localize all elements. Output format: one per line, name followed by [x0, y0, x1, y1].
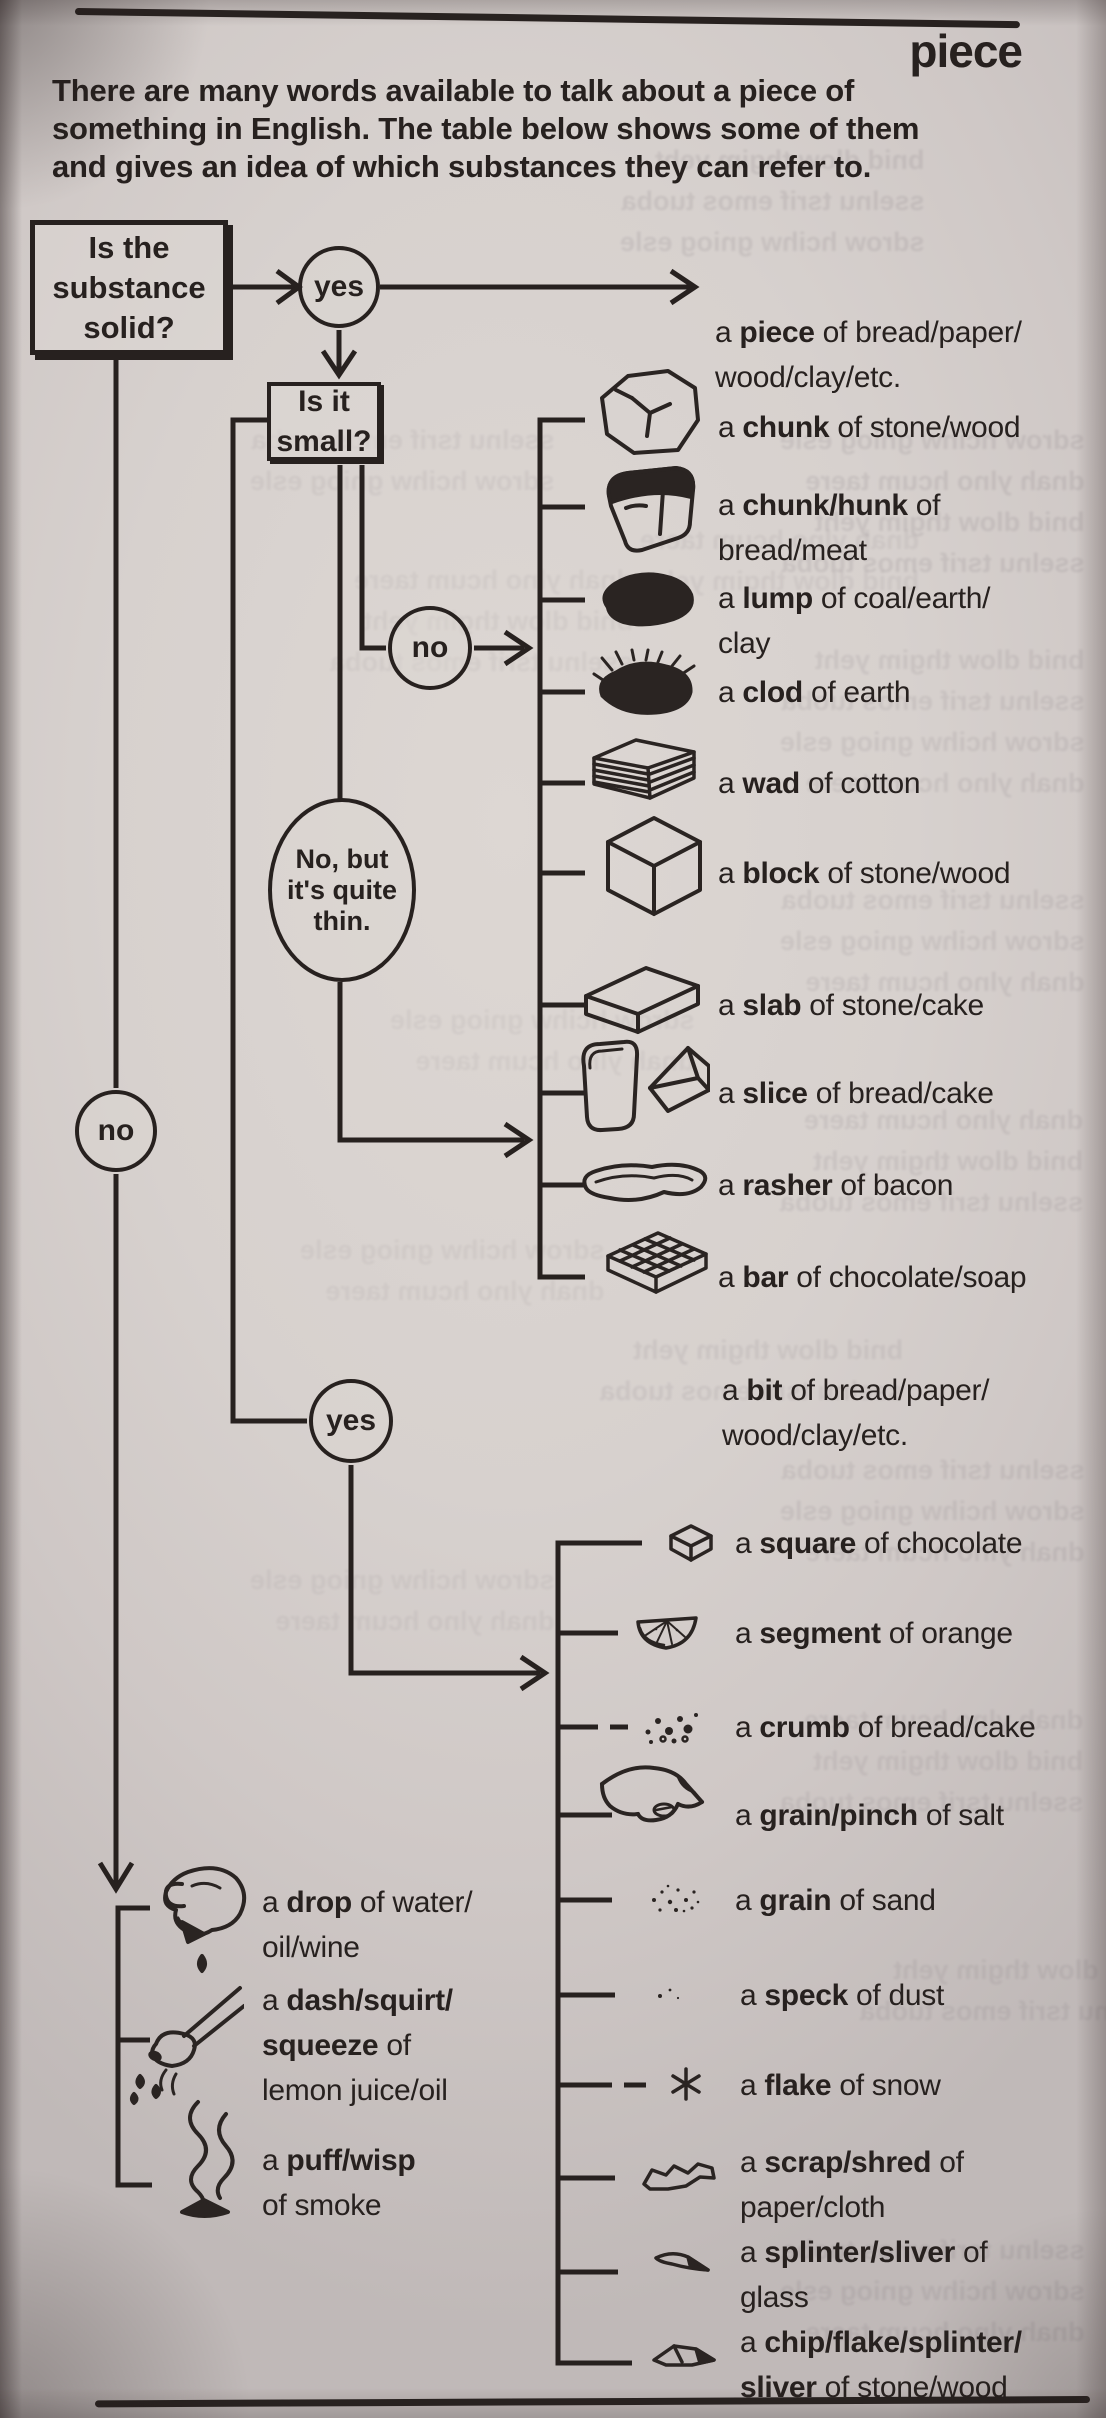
item-slab-label: a slab of stone/cake — [718, 989, 984, 1022]
decision-no-left: no — [75, 1090, 157, 1172]
item-speck-label: a speck of dust — [740, 1979, 944, 2012]
decision-yes-bottom: yes — [309, 1379, 393, 1463]
pouring-jug-icon — [148, 1860, 250, 1978]
arrow-yes2-to-smallgroup — [348, 1465, 550, 1692]
stone-chip-icon — [650, 2340, 718, 2368]
item-wad-label: a wad of cotton — [718, 767, 921, 800]
glass-splinter-icon — [652, 2248, 712, 2276]
rock-chunk-icon — [598, 368, 702, 456]
snow-flake-icon — [668, 2066, 704, 2102]
page-title: piece — [909, 25, 1023, 77]
line-issmall-no-branch — [359, 465, 534, 667]
yes-label: yes — [313, 270, 365, 303]
earth-clod-icon — [588, 648, 700, 720]
cotton-wad-icon — [584, 728, 702, 806]
bread-chunk-icon — [596, 464, 702, 554]
decision-yes-top: yes — [298, 246, 380, 328]
smoke-puff-icon — [156, 2098, 254, 2220]
coal-lump-icon — [590, 566, 700, 630]
bread-slice-icon — [568, 1038, 710, 1134]
decision-no-right: no — [388, 606, 472, 690]
bread-crumbs-icon — [636, 1706, 702, 1746]
paper-scrap-icon — [638, 2158, 720, 2196]
yes-label: yes — [325, 1404, 377, 1437]
bracket-small-pieces — [555, 1540, 646, 2366]
item-grain-sand-label: a grain of sand — [735, 1884, 936, 1917]
orange-segment-icon — [628, 1602, 706, 1654]
arrow-solid-to-yes — [228, 268, 304, 306]
sand-grains-icon — [646, 1880, 702, 1916]
item-square-label: a square of chocolate — [735, 1527, 1023, 1560]
item-clod-label: a clod of earth — [718, 676, 911, 709]
pinch-hand-icon — [598, 1758, 708, 1840]
item-grain-pinch-label: a grain/pinch of salt — [735, 1799, 1004, 1832]
line-thin-branch — [337, 465, 534, 1159]
item-piece-label: a piece of bread/paper/wood/clay/etc. — [715, 316, 1022, 394]
no-label: no — [411, 631, 449, 664]
chocolate-square-icon — [666, 1522, 716, 1564]
item-segment-label: a segment of orange — [735, 1617, 1013, 1650]
stone-block-icon — [600, 812, 708, 920]
chocolate-bar-icon — [582, 1228, 712, 1308]
bracket-big-pieces — [537, 417, 585, 1280]
line-solid-no-branch — [97, 357, 135, 1894]
arrow-yes-to-issmall — [320, 330, 358, 380]
bacon-rasher-icon — [578, 1158, 710, 1206]
item-rasher-label: a rasher of bacon — [718, 1169, 954, 1202]
no-label: no — [97, 1114, 135, 1147]
item-block-label: a block of stone/wood — [718, 857, 1011, 890]
item-bar-label: a bar of chocolate/soap — [718, 1261, 1027, 1294]
lemon-squeeze-icon — [126, 1984, 244, 2106]
item-drop-label: a drop of water/oil/wine — [262, 1886, 473, 1964]
item-lump-label: a lump of coal/earth/clay — [718, 582, 991, 660]
arrow-yes-to-piece — [380, 268, 700, 306]
item-slice-label: a slice of bread/cake — [718, 1077, 994, 1110]
item-bit-label: a bit of bread/paper/wood/clay/etc. — [722, 1374, 990, 1452]
intro-paragraph: There are many words available to talk a… — [52, 73, 920, 184]
dust-speck-icon — [652, 1984, 686, 2004]
item-flake-label: a flake of snow — [740, 2069, 941, 2102]
line-issmall-yes-branch — [230, 417, 307, 1424]
bracket-left-liquids — [115, 1905, 152, 2188]
item-crumb-label: a crumb of bread/cake — [735, 1711, 1036, 1744]
item-chunk-label: a chunk of stone/wood — [718, 411, 1021, 444]
stone-slab-icon — [580, 958, 704, 1040]
